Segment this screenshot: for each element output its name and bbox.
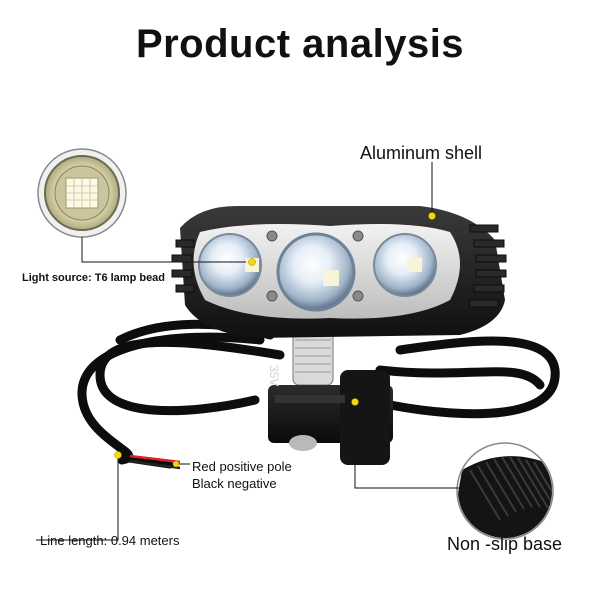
wire-ends	[118, 454, 181, 470]
label-line-length: Line length: 0.94 meters	[40, 533, 180, 548]
power-cable	[77, 319, 560, 465]
body-text: 35V	[267, 365, 281, 386]
lamp-bead-icon	[37, 148, 127, 238]
label-red-pole: Red positive pole	[192, 459, 292, 474]
leader-lines	[36, 162, 460, 541]
label-black-negative: Black negative	[192, 476, 277, 491]
label-poles: Red positive pole Black negative	[192, 458, 292, 492]
lamp-body	[171, 205, 507, 338]
base-texture-icon	[456, 442, 554, 540]
page-title: Product analysis	[135, 22, 465, 66]
marker-dots	[114, 212, 436, 468]
label-light-source: Light source: T6 lamp bead	[22, 272, 166, 284]
mount-clamp	[268, 329, 393, 465]
label-non-slip-base: Non -slip base	[447, 534, 563, 554]
label-aluminum-shell: Aluminum shell	[360, 143, 483, 163]
